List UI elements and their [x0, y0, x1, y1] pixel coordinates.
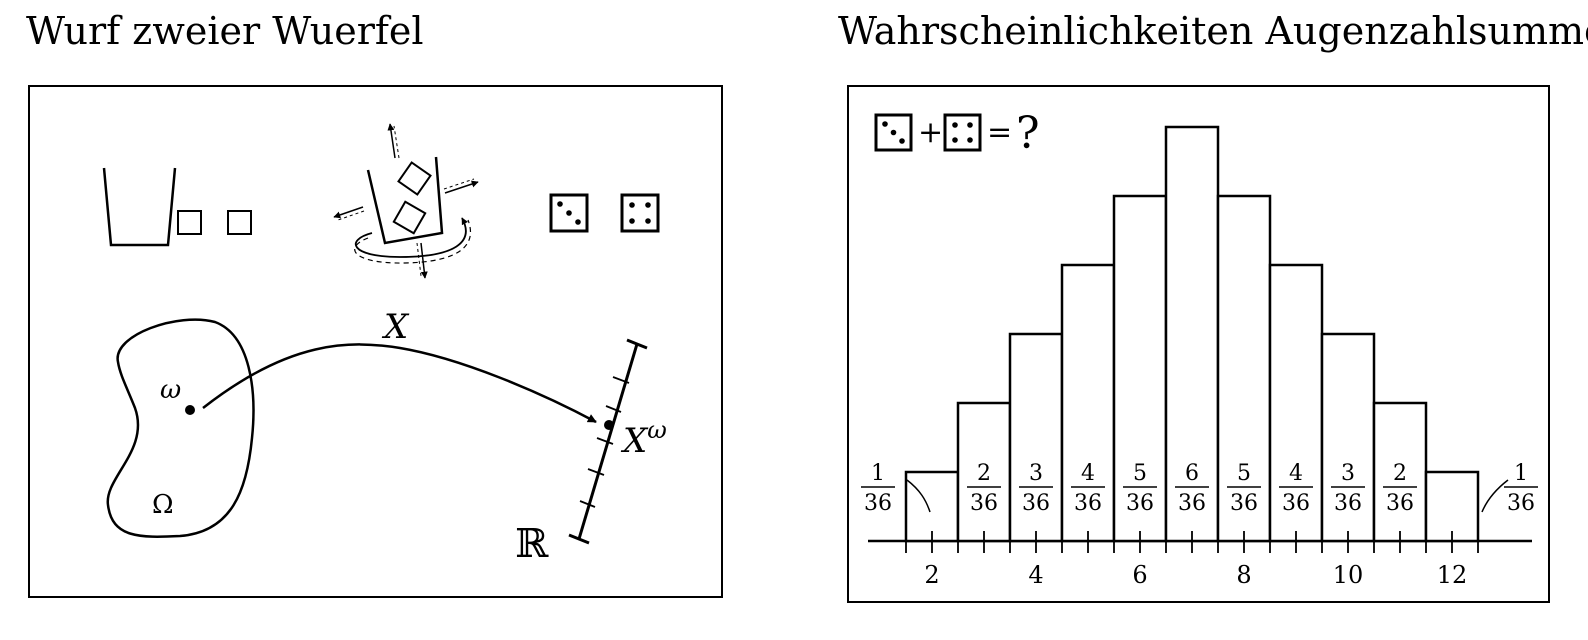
x-tick-label: 8: [1236, 561, 1251, 589]
fraction-denominator: 36: [1230, 491, 1258, 516]
shake-arrow-dashed: [443, 178, 475, 190]
fraction-numerator: 4: [1289, 461, 1303, 486]
sample-space-label: Ω: [152, 490, 174, 520]
die-tumbling-icon: [397, 161, 432, 196]
right-panel-frame: [847, 85, 1550, 603]
fraction-denominator: 36: [1386, 491, 1414, 516]
mapping-label: X: [381, 307, 410, 347]
histogram-bar: [1424, 470, 1480, 543]
fraction-denominator: 36: [1022, 491, 1050, 516]
fraction-numerator: 6: [1185, 461, 1199, 486]
die-tumbling-icon: [392, 200, 427, 235]
shake-arrow: [333, 206, 364, 219]
fraction-numerator: 5: [1133, 461, 1147, 486]
x-tick-label: 10: [1333, 561, 1364, 589]
fraction-denominator: 36: [970, 491, 998, 516]
fraction-numerator: 1: [1514, 461, 1528, 486]
die-blank-icon: [177, 210, 202, 235]
histogram-bar: [1268, 263, 1324, 543]
left-panel-title: Wurf zweier Wuerfel: [26, 9, 424, 53]
histogram-bar: [904, 470, 960, 543]
fraction-numerator: 5: [1237, 461, 1251, 486]
fraction-denominator: 36: [1178, 491, 1206, 516]
shake-arrow: [387, 123, 396, 159]
x-tick-label: 4: [1028, 561, 1043, 589]
cup-icon: [102, 167, 177, 247]
plus-sign: +: [918, 115, 943, 150]
result-dice: [549, 193, 660, 233]
rotation-arrow-dashed: [354, 219, 472, 264]
shaking-cup: [333, 123, 479, 279]
histogram-bar: [1320, 332, 1376, 543]
fraction-numerator: 4: [1081, 461, 1095, 486]
x-tick-label: 6: [1132, 561, 1147, 589]
fraction-numerator: 2: [977, 461, 991, 486]
shake-arrow-dashed: [393, 125, 400, 159]
fraction-denominator: 36: [1334, 491, 1362, 516]
omega-point: [185, 405, 195, 415]
leader-line: [1481, 479, 1509, 513]
die-three-icon: [549, 193, 589, 233]
fraction-numerator: 1: [871, 461, 885, 486]
rotation-arrow: [354, 217, 469, 258]
right-panel-title: Wahrscheinlichkeiten Augenzahlsummen: [838, 9, 1588, 53]
die-three-icon: [874, 113, 913, 152]
left-panel-frame: [28, 85, 723, 598]
cup-icon: [366, 156, 444, 245]
fraction-numerator: 3: [1029, 461, 1043, 486]
image-label: Xω: [620, 416, 667, 461]
fraction-numerator: 2: [1393, 461, 1407, 486]
die-four-icon: [620, 193, 660, 233]
sample-space-blob: [106, 318, 255, 538]
die-blank-icon: [227, 210, 252, 235]
mapping-arrow: [202, 343, 597, 424]
dice-equation: + = ?: [874, 108, 1040, 159]
shake-arrow: [444, 180, 479, 194]
histogram-bar: [1112, 194, 1168, 543]
fraction-denominator: 36: [1074, 491, 1102, 516]
die-four-icon: [943, 113, 982, 152]
fraction-denominator: 36: [864, 491, 892, 516]
histogram-bar: [1216, 194, 1272, 543]
shake-arrow-dashed: [416, 242, 422, 277]
shake-arrow: [420, 242, 428, 279]
cup-with-dice: [102, 167, 252, 247]
fraction-denominator: 36: [1282, 491, 1310, 516]
real-number-line: [568, 338, 648, 545]
left-panel: ω Ω X Xω ℝ: [28, 85, 723, 598]
fraction-numerator: 3: [1341, 461, 1355, 486]
x-tick-label: 2: [924, 561, 939, 589]
omega-label: ω: [160, 375, 181, 405]
probability-histogram: 2 4 6 8 10 12 1 36 2 36 3 36 4 36 5 36 6 36 5 36 4 36 3 36 2 36 1 3…: [861, 125, 1538, 589]
x-tick-label: 12: [1437, 561, 1468, 589]
reals-label: ℝ: [515, 521, 549, 567]
image-point: [604, 420, 614, 430]
question-mark: ?: [1016, 108, 1040, 159]
fraction-denominator: 36: [1507, 491, 1535, 516]
histogram-bar: [956, 401, 1012, 543]
shake-arrow-dashed: [337, 210, 365, 221]
leader-line: [906, 479, 931, 513]
fraction-denominator: 36: [1126, 491, 1154, 516]
equals-sign: =: [987, 115, 1012, 150]
